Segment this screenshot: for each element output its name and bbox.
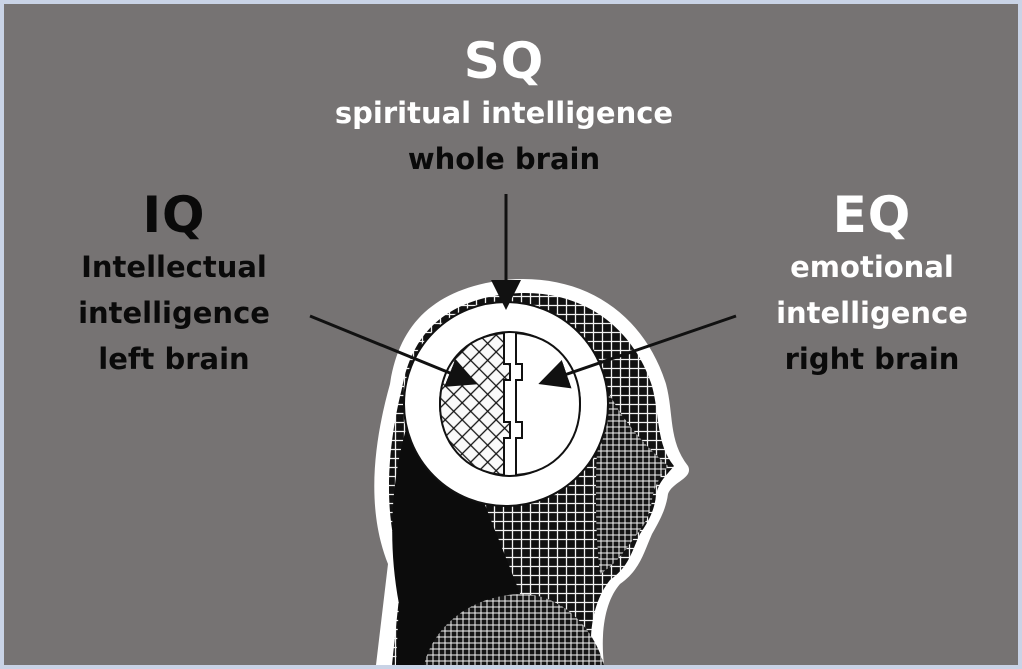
head-illustration (309, 194, 737, 665)
neck-mesh (424, 594, 604, 665)
eq-line-3: right brain (784, 342, 960, 376)
eq-line-1: emotional (790, 250, 954, 284)
iq-line-1: Intellectual (81, 250, 267, 284)
sq-line-1: spiritual intelligence (334, 96, 674, 130)
iq-line-2: intelligence (78, 296, 270, 330)
eq-label-group: EQ emotional intelligence right brain (752, 190, 992, 382)
iq-arrow (309, 314, 478, 387)
eq-line-2: intelligence (776, 296, 968, 330)
sq-heading: SQ (463, 32, 545, 90)
eq-heading: EQ (832, 186, 912, 244)
sq-label-group: SQ spiritual intelligence whole brain (334, 36, 674, 182)
diagram-canvas: SQ spiritual intelligence whole brain IQ… (4, 4, 1018, 665)
iq-line-3: left brain (98, 342, 250, 376)
iq-heading: IQ (142, 186, 206, 244)
face-mesh (595, 384, 668, 574)
eq-arrow (538, 314, 737, 389)
sq-line-2: whole brain (407, 142, 601, 176)
iq-label-group: IQ Intellectual intelligence left brain (54, 190, 294, 382)
